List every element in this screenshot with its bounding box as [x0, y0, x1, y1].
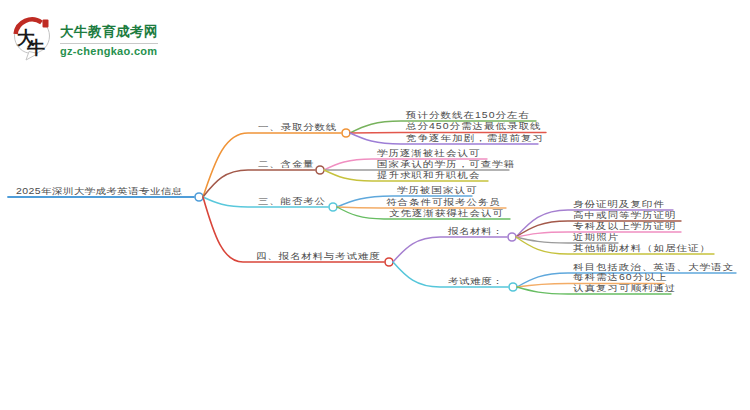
mindmap-leaf-label: 身份证明及复印件 [573, 200, 665, 209]
mindmap-leaf-label: 预计分数线在150分左右 [406, 111, 530, 120]
mindmap-branch-label: 二、含金量 [258, 160, 315, 169]
mindmap-leaf-label: 每科需达60分以上 [573, 273, 667, 282]
mindmap-leaf-label: 科目包括政治、英语、大学语文 [573, 263, 734, 272]
mindmap-leaf-label: 学历被国家认可 [397, 186, 478, 195]
branch-line [393, 237, 507, 262]
mindmap-branch-label: 2025年深圳大学成考英语专业信息 [16, 187, 183, 196]
node-circle [329, 203, 337, 211]
mindmap-branch-label: 报名材料： [448, 227, 503, 236]
branch-line [203, 170, 315, 197]
mindmap-leaf-label: 其他辅助材料（如居住证） [573, 244, 711, 253]
mindmap-leaf-label: 认真复习可顺利通过 [573, 284, 677, 293]
mindmap-branch-label: 三、能否考公 [258, 197, 326, 206]
site-logo: 大 牛 大牛教育成考网 gz-chengkao.com [12, 10, 158, 62]
logo-badge-icon: 大 牛 [12, 10, 58, 62]
mindmap-leaf-label: 提升求职和升职机会 [377, 171, 481, 180]
svg-text:牛: 牛 [26, 38, 45, 58]
mindmap-leaf-label: 专科及以上学历证明 [573, 222, 677, 231]
logo-domain: gz-chengkao.com [60, 43, 158, 57]
node-circle [385, 258, 393, 266]
mindmap-leaf-label: 总分450分需达最低录取线 [406, 122, 542, 131]
mindmap-branch-label: 考试难度： [448, 277, 503, 286]
mindmap-leaf-label: 竞争逐年加剧，需提前复习 [406, 134, 544, 143]
node-circle [508, 233, 516, 241]
mindmap-leaf-label: 文凭逐渐获得社会认可 [389, 209, 504, 218]
mindmap-branch-label: 一、录取分数线 [258, 123, 337, 132]
node-circle [342, 129, 350, 137]
node-circle [509, 283, 517, 291]
node-circle [316, 166, 324, 174]
mindmap-leaf-label: 近期照片 [573, 233, 619, 242]
mindmap-branch-label: 四、报名材料与考试难度 [256, 252, 380, 261]
node-circle [195, 193, 203, 201]
mindmap-leaf-label: 符合条件可报考公务员 [386, 198, 501, 207]
mindmap-leaf-label: 学历逐渐被社会认可 [377, 149, 481, 158]
mindmap-leaf-label: 高中或同等学历证明 [573, 211, 677, 220]
mindmap-leaf-label: 国家承认的学历，可查学籍 [377, 160, 515, 169]
logo-title: 大牛教育成考网 [60, 23, 158, 41]
